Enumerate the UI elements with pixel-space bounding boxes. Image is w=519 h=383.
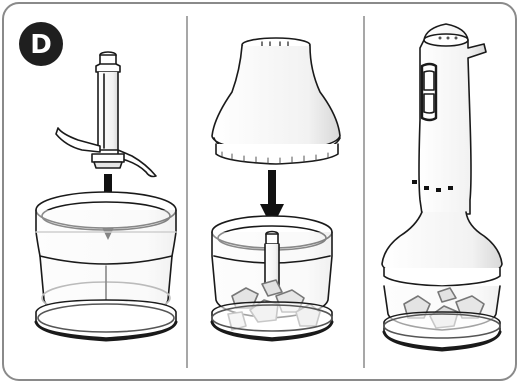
bowl-1 [36, 192, 176, 340]
bowl-3 [384, 286, 500, 350]
bowl-2 [212, 216, 332, 340]
step-badge: D [19, 22, 63, 66]
step-badge-label: D [30, 30, 52, 60]
